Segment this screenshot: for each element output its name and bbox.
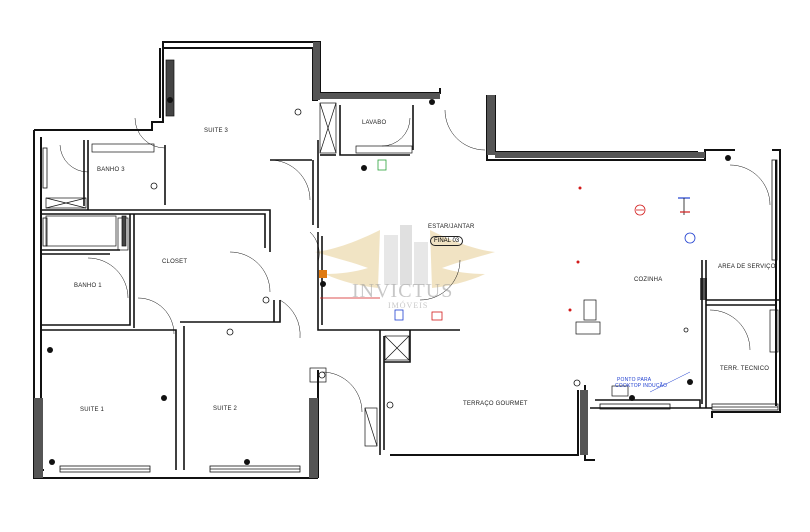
room-label-estar-jantar: ESTAR/JANTAR: [428, 224, 475, 230]
room-label-suite3: SUITE 3: [204, 128, 229, 134]
watermark-sub: IMÓVEIS: [388, 301, 429, 310]
room-label-terraco-gourmet: TERRAÇO GOURMET: [463, 401, 528, 407]
room-label-lavabo: LAVABO: [362, 120, 387, 126]
interior-walls: [41, 105, 780, 470]
cooktop-note-line2: COOKTOP INDUÇÃO: [615, 383, 668, 389]
unit-final-badge: FINAL 03: [430, 236, 464, 246]
windows: [42, 147, 779, 473]
wall-fills: [34, 42, 707, 478]
room-label-banho1: BANHO 1: [74, 283, 102, 289]
room-label-suite1: SUITE 1: [80, 407, 105, 413]
room-label-suite2: SUITE 2: [213, 406, 238, 412]
door-swings: [59, 109, 771, 413]
room-label-area-servico: AREA DE SERVIÇO: [718, 264, 776, 270]
room-label-banho3: BANHO 3: [97, 167, 125, 173]
fixtures: [45, 59, 779, 447]
cooktop-note-line1: PONTO PARA: [617, 377, 652, 383]
room-label-closet: CLOSET: [162, 259, 188, 265]
room-label-cozinha: COZINHA: [634, 277, 663, 283]
electrical-points: [47, 97, 731, 465]
watermark-logo: [315, 225, 495, 288]
room-label-terr-tecnico: TERR. TECNICO: [720, 366, 770, 372]
watermark-brand: INVICTUS: [352, 280, 454, 302]
